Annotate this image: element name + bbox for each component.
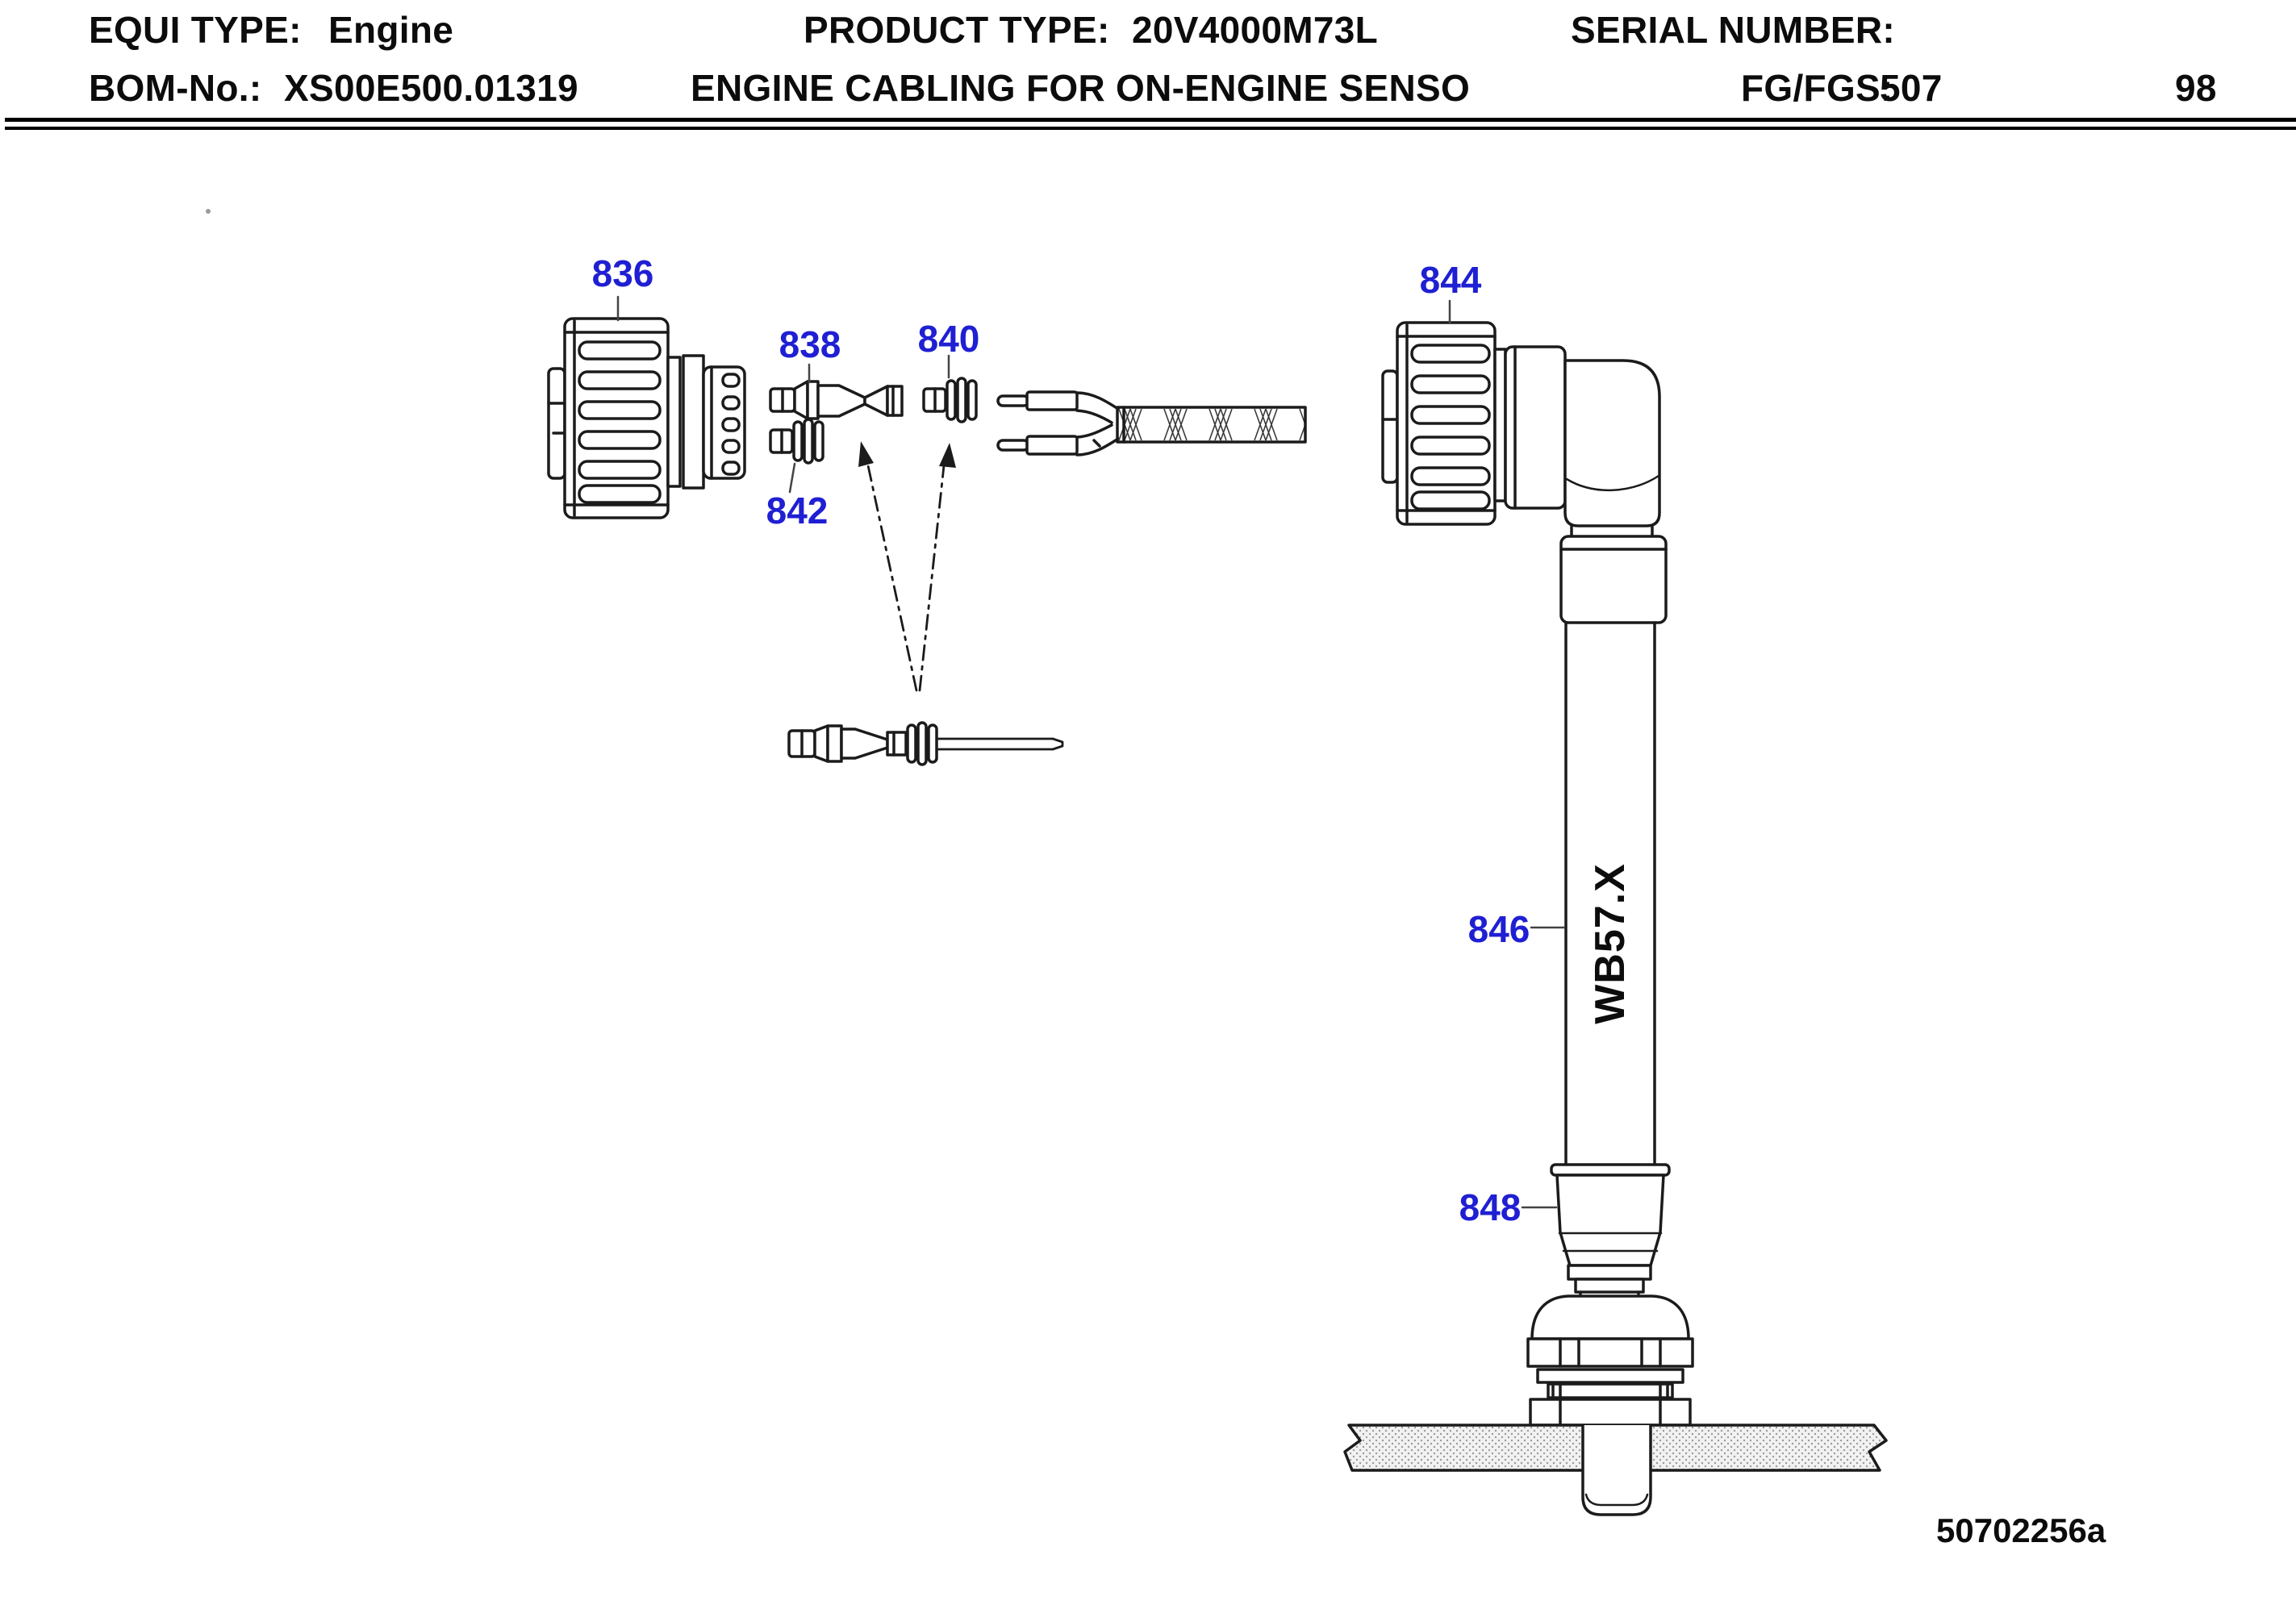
bom-no-value: XS00E500.01319 [284,67,578,109]
callout-844: 844 [1419,259,1482,301]
header-rule-top [5,118,2296,122]
connector-836-drawing [547,317,746,519]
seal-840-drawing [922,377,978,423]
wire-pair-drawing [996,390,1120,456]
page-artifact-dot [206,209,211,214]
callout-838: 838 [779,323,841,365]
strain-relief-848-drawing [1555,1174,1665,1299]
callout-836: 836 [591,252,654,294]
bom-no-label: BOM-No.: [89,67,262,109]
page-number: 98 [2175,67,2217,109]
serial-number-label: SERIAL NUMBER: [1571,9,1896,51]
seal-842-drawing [769,418,824,465]
cable-designation-label: WB57.X [1587,863,1634,1024]
product-type-value: 20V4000M73L [1132,9,1379,51]
mounting-plate-drawing [1343,1424,1888,1516]
connector-844-drawing [1381,321,1661,538]
assembly-arrows [858,441,956,692]
header-rule-bottom [5,127,2296,130]
callout-846: 846 [1467,908,1530,950]
callout-840: 840 [917,318,980,360]
assembled-contact-drawing [787,721,1064,766]
equi-type-label: EQUI TYPE: [89,9,302,51]
callout-848: 848 [1459,1186,1522,1228]
callout-842: 842 [766,490,829,532]
product-type-label: PRODUCT TYPE: [804,9,1110,51]
contact-pin-838-drawing [769,380,904,420]
fg-fgs-label: FG/FGS: [1741,67,1893,109]
assembly-title: ENGINE CABLING FOR ON-ENGINE SENSO [691,67,1471,109]
cable-tube-drawing [1550,535,1671,1177]
braided-cable-drawing [1116,406,1307,444]
callout-leader-lines [616,295,1566,1209]
drawing-number: 50702256a [1936,1511,2106,1549]
fg-fgs-value: 507 [1880,67,1943,109]
sensor-body-drawing [1526,1294,1694,1427]
equi-type-value: Engine [328,9,454,51]
